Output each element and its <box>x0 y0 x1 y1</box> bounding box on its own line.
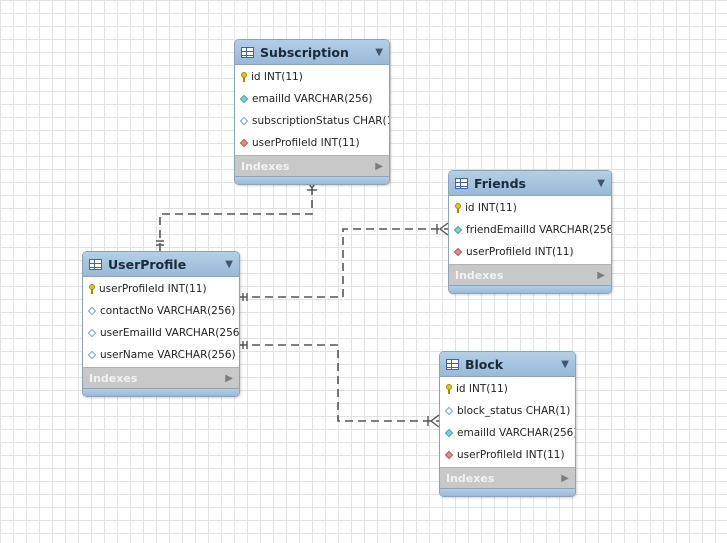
indexes-section[interactable]: Indexes ▶ <box>235 155 389 176</box>
indexes-section[interactable]: Indexes ▶ <box>440 467 575 488</box>
table-footer <box>449 285 611 293</box>
column-label: friendEmailId VARCHAR(256) <box>466 224 612 236</box>
primary-key-icon <box>88 284 96 294</box>
column-label: userProfileId INT(11) <box>99 283 207 295</box>
indexes-label: Indexes <box>455 268 504 282</box>
column-row[interactable]: block_status CHAR(1) <box>440 400 575 422</box>
table-userprofile[interactable]: UserProfile ▼ userProfileId INT(11) cont… <box>82 251 240 397</box>
column-label: userName VARCHAR(256) <box>100 349 236 361</box>
column-label: id INT(11) <box>465 202 517 214</box>
table-icon <box>446 358 459 370</box>
expand-arrow-icon[interactable]: ▶ <box>225 372 233 384</box>
column-row[interactable]: contactNo VARCHAR(256) <box>83 300 239 322</box>
column-label: id INT(11) <box>456 383 508 395</box>
expand-arrow-icon[interactable]: ▶ <box>375 160 383 172</box>
column-label: userEmailId VARCHAR(256) <box>100 327 240 339</box>
primary-key-icon <box>240 72 248 82</box>
column-label: contactNo VARCHAR(256) <box>100 305 236 317</box>
table-title: Subscription <box>260 44 349 60</box>
indexes-label: Indexes <box>89 371 138 385</box>
indexes-label: Indexes <box>241 159 290 173</box>
indexes-section[interactable]: Indexes ▶ <box>449 264 611 285</box>
table-header[interactable]: Block ▼ <box>440 352 575 377</box>
column-row[interactable]: id INT(11) <box>235 66 389 88</box>
indexes-label: Indexes <box>446 471 495 485</box>
table-title: Block <box>465 356 504 372</box>
column-row[interactable]: id INT(11) <box>449 197 611 219</box>
column-row[interactable]: userProfileId INT(11) <box>449 241 611 263</box>
foreign-key-icon <box>454 248 463 257</box>
expand-arrow-icon[interactable]: ▶ <box>561 472 569 484</box>
column-label: userProfileId INT(11) <box>466 246 574 258</box>
expand-arrow-icon[interactable]: ▶ <box>597 269 605 281</box>
column-label: id INT(11) <box>251 71 303 83</box>
link-userprofile-block <box>239 344 439 422</box>
table-title: Friends <box>474 175 526 191</box>
indexes-section[interactable]: Indexes ▶ <box>83 367 239 388</box>
table-header[interactable]: Friends ▼ <box>449 171 611 196</box>
nullable-column-icon <box>88 351 97 360</box>
column-label: subscriptionStatus CHAR(1) <box>252 115 390 127</box>
collapse-toggle-icon[interactable]: ▼ <box>561 358 569 370</box>
column-label: emailId VARCHAR(256) <box>457 427 576 439</box>
column-row[interactable]: emailId VARCHAR(256) <box>235 88 389 110</box>
table-title: UserProfile <box>108 256 187 272</box>
nullable-column-icon <box>88 329 97 338</box>
primary-key-icon <box>445 384 453 394</box>
column-row[interactable]: userName VARCHAR(256) <box>83 344 239 366</box>
column-label: block_status CHAR(1) <box>457 405 571 417</box>
table-header[interactable]: UserProfile ▼ <box>83 252 239 277</box>
column-row[interactable]: userProfileId INT(11) <box>235 132 389 154</box>
column-row[interactable]: id INT(11) <box>440 378 575 400</box>
end-one-only-userprofile-right-2 <box>242 341 248 349</box>
column-row[interactable]: userProfileId INT(11) <box>440 444 575 466</box>
link-userprofile-friends <box>239 228 448 298</box>
end-one-only-userprofile-top <box>156 240 164 246</box>
table-icon <box>455 177 468 189</box>
end-one-only-userprofile-right-1 <box>242 293 248 301</box>
column-row[interactable]: emailId VARCHAR(256) <box>440 422 575 444</box>
column-label: emailId VARCHAR(256) <box>252 93 373 105</box>
column-row[interactable]: userEmailId VARCHAR(256) <box>83 322 239 344</box>
column-row[interactable]: friendEmailId VARCHAR(256) <box>449 219 611 241</box>
not-null-column-icon <box>445 429 454 438</box>
table-icon <box>89 258 102 270</box>
column-label: userProfileId INT(11) <box>252 137 360 149</box>
table-friends[interactable]: Friends ▼ id INT(11) friendEmailId VARCH… <box>448 170 612 294</box>
nullable-column-icon <box>240 117 249 126</box>
column-row[interactable]: subscriptionStatus CHAR(1) <box>235 110 389 132</box>
collapse-toggle-icon[interactable]: ▼ <box>597 177 605 189</box>
table-footer <box>235 176 389 184</box>
table-icon <box>241 46 254 58</box>
link-userprofile-subscription <box>159 179 313 251</box>
table-block[interactable]: Block ▼ id INT(11) block_status CHAR(1) … <box>439 351 576 497</box>
collapse-toggle-icon[interactable]: ▼ <box>375 46 383 58</box>
nullable-column-icon <box>88 307 97 316</box>
table-footer <box>83 388 239 396</box>
end-many-block <box>427 414 440 428</box>
table-header[interactable]: Subscription ▼ <box>235 40 389 65</box>
collapse-toggle-icon[interactable]: ▼ <box>225 258 233 270</box>
foreign-key-icon <box>240 139 249 148</box>
primary-key-icon <box>454 203 462 213</box>
nullable-column-icon <box>445 407 454 416</box>
column-label: userProfileId INT(11) <box>457 449 565 461</box>
table-footer <box>440 488 575 496</box>
not-null-column-icon <box>454 226 463 235</box>
not-null-column-icon <box>240 95 249 104</box>
foreign-key-icon <box>445 451 454 460</box>
column-row[interactable]: userProfileId INT(11) <box>83 278 239 300</box>
table-subscription[interactable]: Subscription ▼ id INT(11) emailId VARCHA… <box>234 39 390 185</box>
end-many-friends <box>436 222 449 236</box>
